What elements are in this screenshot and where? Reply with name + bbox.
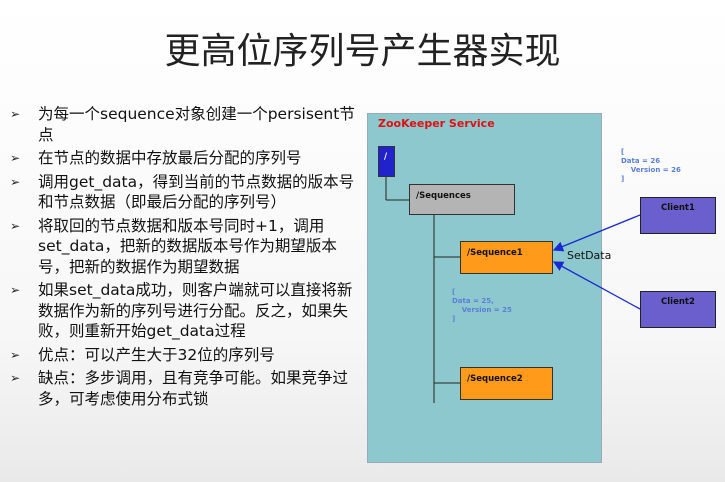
bullet-item: ➢ 如果set_data成功，则客户端就可以直接将新数据作为新的序列号进行分配。反… — [10, 280, 362, 342]
bullet-arrow-icon: ➢ — [10, 347, 21, 362]
bullet-arrow-icon: ➢ — [10, 151, 21, 165]
root-node: / — [378, 146, 395, 177]
bullet-text: 调用get_data，得到当前的节点数据的版本号和节点数据（即最后分配的序列号） — [38, 172, 355, 212]
client-data-note: [ Data = 26 Version = 26 ] — [621, 148, 681, 183]
setdata-arrow-client2 — [552, 261, 641, 310]
setdata-arrow-client1 — [552, 214, 641, 252]
bullet-item: ➢ 为每一个sequence对象创建一个persisent节点 — [10, 104, 362, 145]
bullet-text: 为每一个sequence对象创建一个persisent节点 — [38, 105, 355, 144]
zookeeper-service-box — [367, 113, 602, 463]
bullet-arrow-icon: ➢ — [10, 107, 21, 121]
node-data-note: [ Data = 25, Version = 25 ] — [452, 288, 512, 323]
bullet-arrow-icon: ➢ — [10, 371, 21, 385]
bullet-text: 缺点：多步调用，且有竞争可能。如果竞争过多，可考虑使用分布式锁 — [38, 369, 349, 408]
bullet-item: ➢ 在节点的数据中存放最后分配的序列号 — [10, 148, 362, 169]
bullet-text: 在节点的数据中存放最后分配的序列号 — [38, 149, 302, 167]
bullet-arrow-icon: ➢ — [10, 283, 21, 297]
sequences-node: /Sequences — [409, 184, 515, 215]
bullet-text: 优点：可以产生大于32位的序列号 — [38, 345, 275, 364]
sequence1-node: /Sequence1 — [460, 241, 553, 274]
bullet-arrow-icon: ➢ — [10, 174, 21, 189]
bullet-item: ➢ 优点：可以产生大于32位的序列号 — [10, 345, 362, 366]
bullet-text: 如果set_data成功，则客户端就可以直接将新数据作为新的序列号进行分配。反之… — [38, 281, 353, 340]
bullet-item: ➢ 调用get_data，得到当前的节点数据的版本号和节点数据（即最后分配的序列号… — [10, 172, 362, 213]
setdata-label: SetData — [567, 249, 612, 262]
slide-title: 更高位序列号产生器实现 — [164, 31, 561, 72]
zookeeper-service-label: ZooKeeper Service — [378, 117, 495, 130]
bullet-arrow-icon: ➢ — [10, 218, 21, 233]
bullet-list: ➢ 为每一个sequence对象创建一个persisent节点 ➢ 在节点的数据中存… — [10, 104, 362, 412]
client1-box: Client1 — [640, 197, 716, 234]
bullet-text: 将取回的节点数据和版本号同时+1，调用set_data，把新的数据版本号作为期望… — [38, 216, 337, 276]
bullet-item: ➢ 缺点：多步调用，且有竞争可能。如果竞争过多，可考虑使用分布式锁 — [10, 368, 362, 409]
client2-box: Client2 — [640, 291, 716, 328]
bullet-item: ➢ 将取回的节点数据和版本号同时+1，调用set_data，把新的数据版本号作为期… — [10, 216, 362, 278]
sequence2-node: /Sequence2 — [460, 367, 553, 400]
